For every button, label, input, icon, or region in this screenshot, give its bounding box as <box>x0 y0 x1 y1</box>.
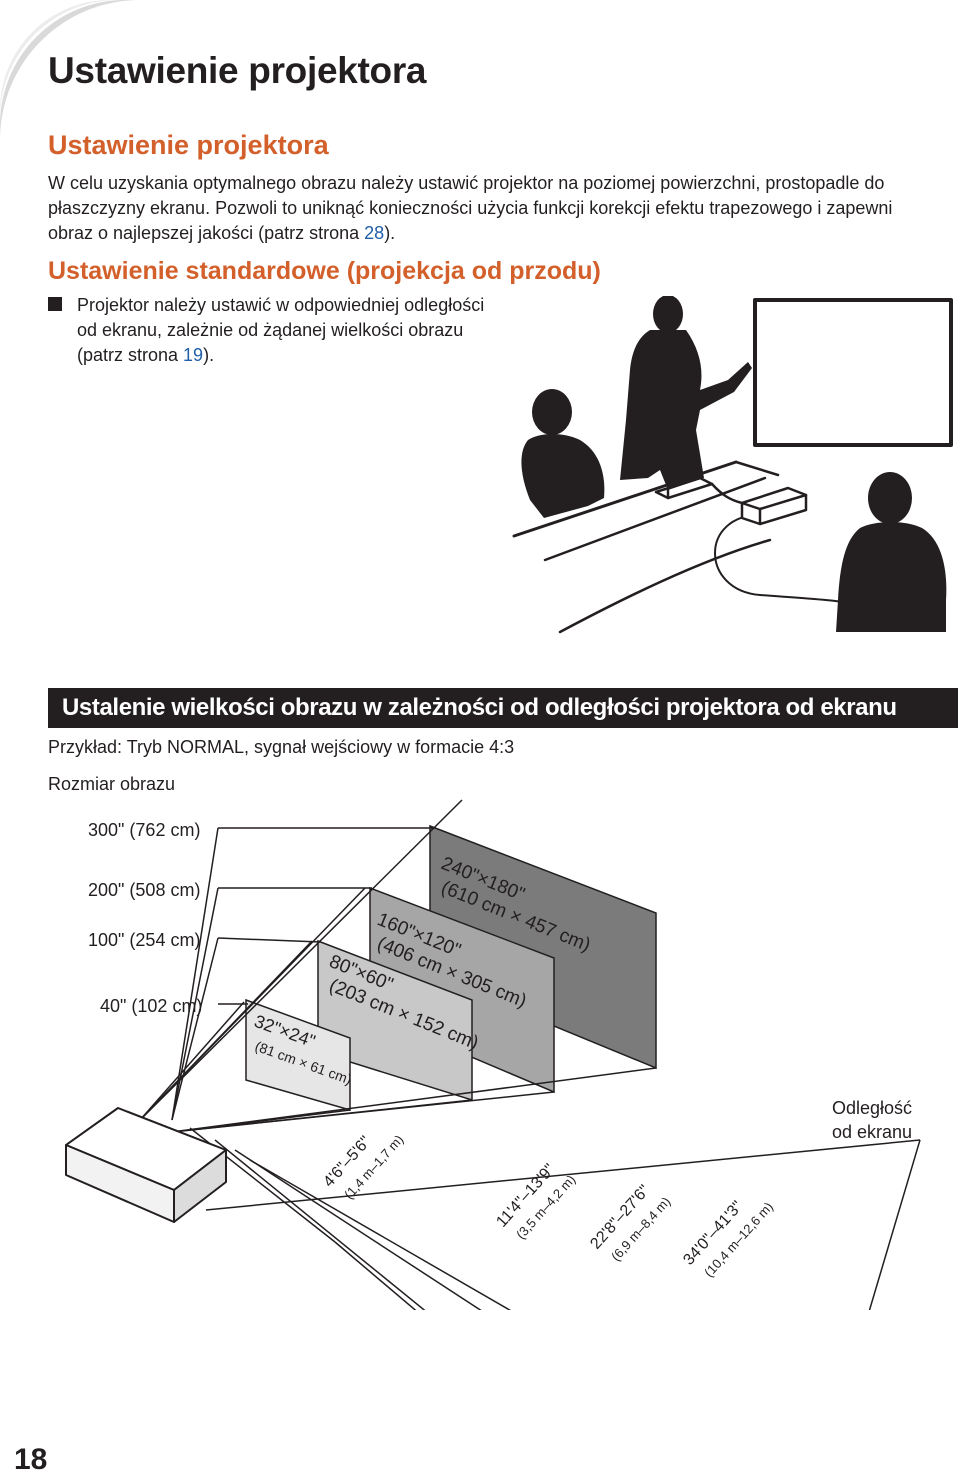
diagonal-label-300: 300" (762 cm) <box>88 820 200 840</box>
projector-icon <box>65 1107 227 1223</box>
example-text: Przykład: Tryb NORMAL, sygnał wejściowy … <box>48 737 515 757</box>
page-title: Ustawienie projektora <box>48 50 427 91</box>
setup-paragraph: W celu uzyskania optymalnego obrazu nale… <box>48 173 893 243</box>
diagonal-label-200: 200" (508 cm) <box>88 880 200 900</box>
projection-distance-diagram: 300" (762 cm) 200" (508 cm) 100" (254 cm… <box>65 799 921 1310</box>
section-heading-setup: Ustawienie projektora <box>48 130 329 160</box>
presenter-silhouette <box>620 296 752 490</box>
projection-screen <box>753 298 953 447</box>
image-size-label: Rozmiar obrazu <box>48 774 176 794</box>
bullet-square-icon <box>48 297 62 311</box>
page-number: 18 <box>14 1443 48 1476</box>
person-left-silhouette <box>521 389 605 518</box>
page-link-19[interactable]: 19 <box>183 345 204 365</box>
diagonal-label-100: 100" (254 cm) <box>88 930 200 950</box>
standard-paragraph: Projektor należy ustawić w odpowiedniej … <box>77 295 485 365</box>
section-heading-bar: Ustalenie wielkości obrazu w zależności … <box>48 688 958 728</box>
section-heading-standard: Ustawienie standardowe (projekcja od prz… <box>48 257 601 285</box>
person-right-silhouette <box>836 472 947 632</box>
meeting-room-illustration <box>512 296 953 634</box>
page-link-28[interactable]: 28 <box>364 223 385 243</box>
diagonal-label-40: 40" (102 cm) <box>100 996 202 1016</box>
